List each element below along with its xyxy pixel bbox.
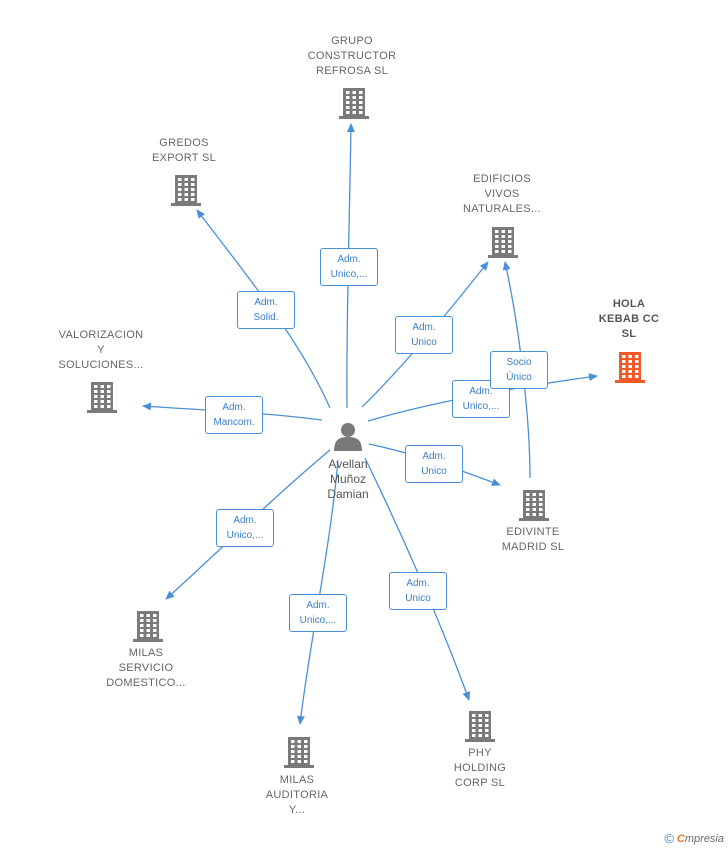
company-label-edificios[interactable]: EDIFICIOS VIVOS NATURALES...	[463, 173, 541, 215]
edge-label-center-milas_servicio[interactable]: Adm. Unico,...	[216, 509, 274, 547]
person-icon[interactable]	[334, 423, 362, 451]
company-label-valorizacion[interactable]: VALORIZACION Y SOLUCIONES...	[58, 329, 144, 371]
building-icon-phy[interactable]	[465, 711, 495, 742]
company-label-grupo[interactable]: GRUPO CONSTRUCTOR REFROSA SL	[307, 35, 397, 77]
company-label-milas_servicio[interactable]: MILAS SERVICIO DOMESTICO...	[106, 647, 186, 689]
company-label-edivinte[interactable]: EDIVINTE MADRID SL	[501, 526, 565, 553]
brand-logo[interactable]: Cmpresia	[676, 832, 724, 845]
building-icon-valorizacion[interactable]	[87, 382, 117, 413]
building-icon-edivinte[interactable]	[519, 490, 549, 521]
building-icon-edificios[interactable]	[488, 227, 518, 258]
edge-label-center-valorizacion[interactable]: Adm. Mancom.	[205, 396, 263, 434]
edge-label-edivinte-edificios[interactable]: Socio Único	[490, 351, 548, 389]
edge-label-center-grupo[interactable]: Adm. Unico,...	[320, 248, 378, 286]
building-icon-milas_servicio[interactable]	[133, 611, 163, 642]
edge-label-center-gredos[interactable]: Adm. Solid.	[237, 291, 295, 329]
company-label-hola[interactable]: HOLA KEBAB CC SL	[598, 298, 660, 340]
building-icon-milas_auditoria[interactable]	[284, 737, 314, 768]
edge-label-center-edivinte[interactable]: Adm. Unico	[405, 445, 463, 483]
edge-label-center-edificios[interactable]: Adm. Unico	[395, 316, 453, 354]
building-icon-gredos[interactable]	[171, 175, 201, 206]
footer-credit: © Cmpresia	[664, 831, 724, 846]
person-name-label[interactable]: Avellan Muñoz Damian	[327, 457, 369, 501]
edge-label-center-milas_auditoria[interactable]: Adm. Unico,...	[289, 594, 347, 632]
copyright-icon: ©	[664, 831, 674, 846]
edge-label-center-phy[interactable]: Adm. Unico	[389, 572, 447, 610]
company-label-milas_auditoria[interactable]: MILAS AUDITORIA Y...	[265, 774, 329, 816]
company-label-gredos[interactable]: GREDOS EXPORT SL	[151, 137, 217, 164]
building-icon-grupo[interactable]	[339, 88, 369, 119]
building-icon-hola[interactable]	[615, 352, 645, 383]
company-label-phy[interactable]: PHY HOLDING CORP SL	[453, 747, 507, 789]
